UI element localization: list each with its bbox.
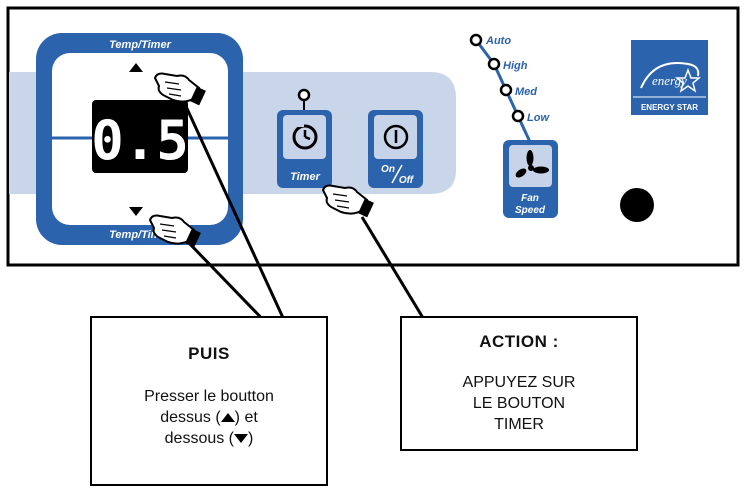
- callout-left-line-2-end: ) et: [234, 409, 258, 426]
- temp-down-button[interactable]: [129, 207, 143, 216]
- callout-left-line-3-end: ): [248, 430, 254, 447]
- pointing-hand-icon: [321, 184, 374, 218]
- fan-speed-low-label: Low: [527, 112, 550, 124]
- timer-icon: [292, 122, 318, 150]
- digital-display: [92, 100, 188, 173]
- callout-action-press-timer: ACTION : APPUYEZ SUR LE BOUTON TIMER: [400, 316, 638, 451]
- fan-speed-led-low: [511, 109, 525, 123]
- energy-star-label: ENERGY STAR: [641, 103, 698, 112]
- fan-icon: [515, 150, 549, 178]
- fan-label: Fan: [521, 193, 539, 204]
- temp-up-button[interactable]: [129, 63, 143, 72]
- timer-label: Timer: [290, 171, 320, 183]
- power-icon: [383, 124, 409, 150]
- down-arrow-icon: [234, 434, 249, 444]
- on-label: On: [381, 164, 395, 175]
- callout-left-body: Presser le boutton dessus ( ) et dessous …: [92, 386, 326, 449]
- callout-left-line-3: dessous (): [92, 428, 326, 449]
- callout-left-heading: PUIS: [188, 344, 230, 363]
- callout-left-line-3-start: dessous (: [164, 430, 235, 447]
- callout-right-line-3: TIMER: [494, 416, 544, 433]
- up-arrow-icon: [220, 413, 235, 423]
- pointing-hand-icon: [148, 214, 201, 248]
- callout-right-body: APPUYEZ SUR LE BOUTON TIMER: [402, 372, 636, 435]
- callout-left-line-2: dessus ( ) et: [92, 407, 326, 428]
- callout-right-line-2: LE BOUTON: [472, 395, 566, 412]
- callout-right-line-1: APPUYEZ SUR: [462, 374, 576, 391]
- on-off-slash: [391, 164, 403, 184]
- callout-left-line-2-start: dessus (: [160, 409, 221, 426]
- timer-led: [297, 88, 311, 102]
- callout-left-line-1: Presser le boutton: [144, 388, 274, 405]
- energy-star-script: energy: [652, 73, 687, 88]
- temp-timer-top-label: Temp/Timer: [109, 39, 171, 51]
- display-value: 0.5: [91, 109, 189, 172]
- off-label: Off: [399, 175, 415, 186]
- pointing-hand-icon: [153, 72, 206, 106]
- fan-speed-auto-label: Auto: [485, 35, 511, 47]
- sensor-dot: [620, 188, 654, 222]
- energy-star-logo: energy ENERGY STAR: [631, 40, 708, 115]
- callout-right-heading: ACTION :: [479, 332, 559, 351]
- fan-speed-high-label: High: [503, 60, 528, 72]
- pointer-line-up: [182, 101, 292, 334]
- speed-label: Speed: [515, 205, 546, 216]
- fan-speed-led-high: [487, 57, 501, 71]
- callout-then-press-arrows: PUIS Presser le boutton dessus ( ) et des…: [90, 316, 328, 486]
- fan-speed-led-auto: [469, 33, 483, 47]
- fan-speed-led-med: [499, 83, 513, 97]
- fan-speed-med-label: Med: [515, 86, 537, 98]
